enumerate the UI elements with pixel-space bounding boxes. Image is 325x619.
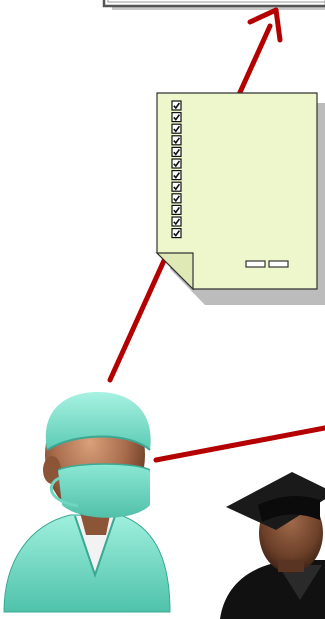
checkbox-checked-icon (172, 101, 181, 110)
checkbox-checked-icon (172, 124, 181, 133)
folded-corner-icon (157, 253, 193, 289)
checkbox-checked-icon (172, 194, 181, 203)
checkbox-checked-icon (172, 217, 181, 226)
signature-mark-icon (269, 261, 288, 267)
checkbox-checked-icon (172, 182, 181, 191)
checkbox-checked-icon (172, 147, 181, 156)
graduate-avatar-icon (220, 472, 325, 619)
checkbox-checked-icon (172, 136, 181, 145)
checkbox-checked-icon (172, 229, 181, 238)
connector-surgeon-right (156, 427, 325, 460)
checkbox-checked-icon (172, 171, 181, 180)
surgeon-avatar-icon (4, 392, 170, 612)
checklist-document (157, 93, 325, 305)
checkbox-checked-icon (172, 205, 181, 214)
target-box (104, 0, 325, 10)
checkbox-checked-icon (172, 113, 181, 122)
signature-mark-icon (246, 261, 265, 267)
checkbox-checked-icon (172, 159, 181, 168)
